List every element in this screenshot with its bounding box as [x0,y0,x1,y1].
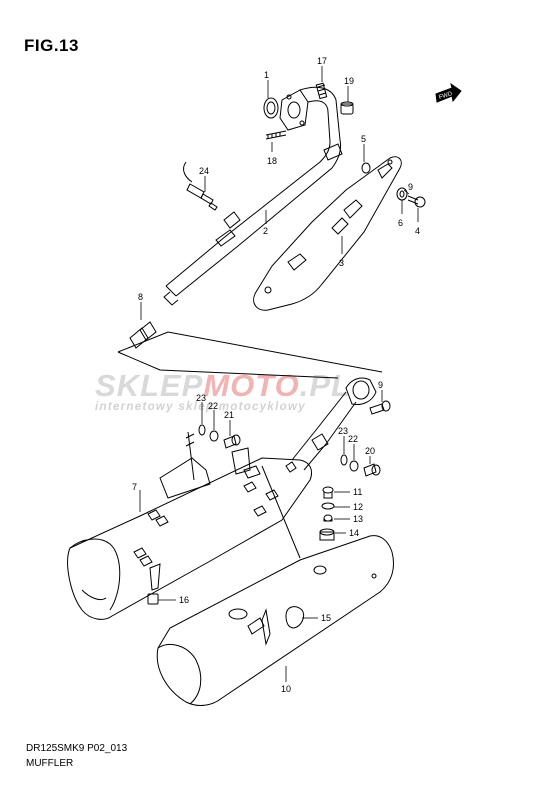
muffler-body-7 [67,431,313,620]
connector-pipe [291,377,377,471]
bolt-11 [322,486,334,499]
exhaust-flange [279,89,309,131]
muffler-cover-10 [156,465,394,706]
stud-bolt-18 [265,130,287,140]
callout-13: 13 [353,514,363,524]
group-divider-bottom [117,351,339,379]
watermark-brand: SKLEPMOTO.PL [95,368,351,404]
bolt-20 [363,463,381,477]
washer-22-right [349,460,359,472]
sensor-24 [183,161,218,211]
sleeve-8 [129,321,157,349]
callout-14: 14 [349,528,359,538]
callout-7: 7 [132,482,137,492]
washer-12 [321,502,335,510]
callout-1: 1 [264,70,269,80]
callout-21: 21 [224,410,234,420]
watermark-tagline: internetowy sklep motocyklowy [95,401,306,413]
bolt-9 [369,400,391,415]
grommet-13 [323,514,333,522]
callouts: 1 17 19 5 18 24 9 6 4 2 3 8 23 22 21 9 2… [132,56,420,694]
stud-bolt-17 [315,82,328,100]
figure-title: FIG.13 [24,36,79,55]
callout-8: 8 [138,292,143,302]
callout-3: 3 [339,258,344,268]
callout-10: 10 [281,684,291,694]
washer-23-left [198,424,206,436]
figure-name: MUFFLER [26,758,74,769]
callout-2: 2 [263,226,268,236]
callout-23b: 23 [338,426,348,436]
watermark-brand-gray: SKLEP [95,368,204,403]
callout-9a: 9 [408,182,413,192]
callout-17: 17 [317,56,327,66]
washer-23-right [340,454,348,466]
figure-code: DR125SMK9 P02_013 [26,743,128,754]
callout-18: 18 [267,156,277,166]
callout-19: 19 [344,76,354,86]
callout-22b: 22 [348,434,358,444]
bolt-21 [223,434,241,449]
callout-16: 16 [179,595,189,605]
fwd-label: FWD [438,91,453,101]
exhaust-pipe-2 [163,86,343,306]
washer-6 [396,187,408,201]
callout-12: 12 [353,502,363,512]
rubber-14 [319,528,335,541]
washer-5 [361,162,371,174]
callout-20: 20 [365,446,375,456]
leader-lines [139,66,419,682]
heat-shield-3 [253,156,402,311]
callout-9b: 9 [378,380,383,390]
forward-arrow-icon: FWD [435,82,462,103]
group-divider-top [117,331,383,373]
bolt-4 [407,195,426,208]
nut-19 [340,101,354,115]
callout-23a: 23 [196,393,206,403]
gasket-part-1 [263,97,279,119]
washer-22-left [209,430,219,442]
callout-15: 15 [321,613,331,623]
callout-6: 6 [398,218,403,228]
callout-5: 5 [361,134,366,144]
callout-11: 11 [353,487,362,497]
callout-24: 24 [199,166,209,176]
callout-4: 4 [415,226,420,236]
callout-22a: 22 [208,401,218,411]
